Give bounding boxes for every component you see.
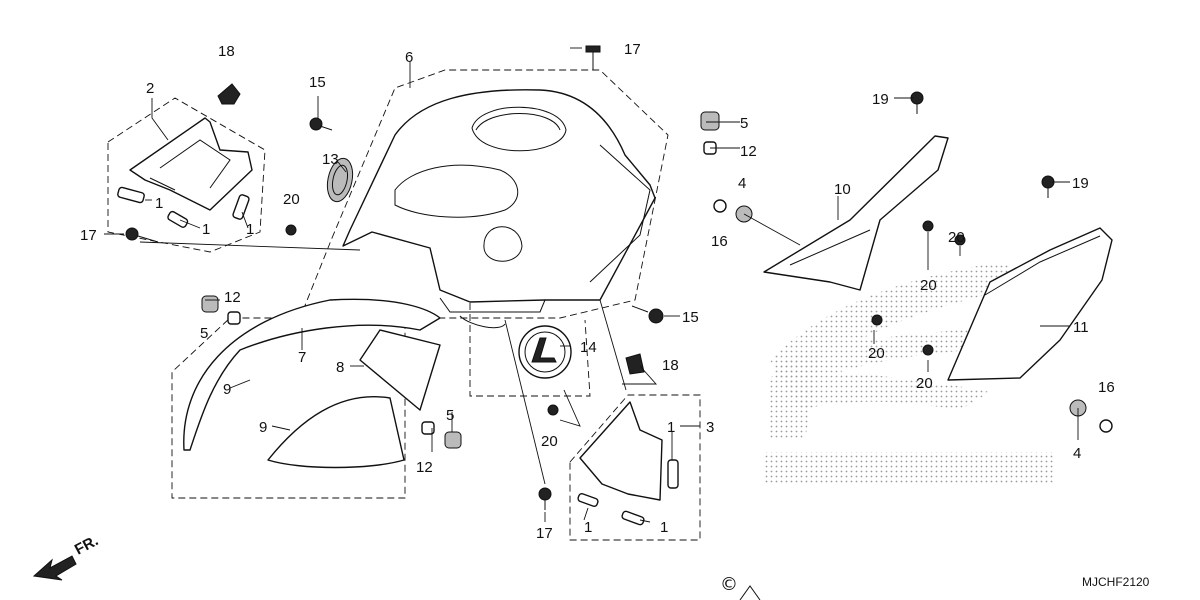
callout-12: 12	[416, 459, 433, 476]
callout-1: 1	[584, 519, 592, 536]
callout-labels: 18 2 1 1 1 17 20 15 13 6 17 5 12 4 16 10…	[80, 41, 1115, 542]
callout-17: 17	[536, 525, 553, 542]
copyright-text: ©	[720, 574, 738, 595]
diagram-code: MJCHF2120	[1082, 575, 1150, 589]
callout-20: 20	[916, 375, 933, 392]
callout-13: 13	[322, 151, 339, 168]
callout-19: 19	[1072, 175, 1089, 192]
callout-6: 6	[405, 49, 413, 66]
callout-10: 10	[834, 181, 851, 198]
collars-4-16	[713, 199, 1113, 433]
callout-12: 12	[224, 289, 241, 306]
callout-14: 14	[580, 339, 597, 356]
callout-3: 3	[706, 419, 714, 436]
clips-1-left	[117, 186, 250, 228]
emblem-14	[518, 325, 572, 379]
callout-15: 15	[309, 74, 326, 91]
callout-16: 16	[711, 233, 728, 250]
callout-5: 5	[200, 325, 208, 342]
callout-7: 7	[298, 349, 306, 366]
leader-lines	[104, 47, 1079, 523]
clip-18-right	[625, 353, 645, 375]
callout-8: 8	[336, 359, 344, 376]
callout-1: 1	[660, 519, 668, 536]
front-direction-arrow: FR.	[32, 532, 101, 581]
callout-12: 12	[740, 143, 757, 160]
callout-1: 1	[155, 195, 163, 212]
callout-20: 20	[541, 433, 558, 450]
callout-18: 18	[218, 43, 235, 60]
callout-16: 16	[1098, 379, 1115, 396]
callout-20: 20	[948, 229, 965, 246]
honda-wing-watermark	[765, 262, 1055, 484]
callout-17: 17	[80, 227, 97, 244]
grommet-13	[326, 157, 354, 203]
callout-5: 5	[740, 115, 748, 132]
callout-5: 5	[446, 407, 454, 424]
bracket-2	[129, 117, 253, 211]
assembly-group-lines	[107, 69, 701, 541]
side-cover-10	[763, 135, 949, 291]
callout-4: 4	[738, 175, 746, 192]
callout-20: 20	[283, 191, 300, 208]
inner-panels	[183, 298, 441, 469]
side-cover-11	[947, 227, 1113, 381]
bracket-3	[577, 401, 679, 526]
callout-20: 20	[920, 277, 937, 294]
rubber-mounts	[201, 111, 720, 449]
front-direction-label: FR.	[72, 532, 101, 558]
copyright-symbol: ©	[720, 574, 761, 600]
callout-1: 1	[667, 419, 675, 436]
callout-11: 11	[1073, 319, 1089, 336]
callout-9: 9	[223, 381, 231, 398]
callout-18: 18	[662, 357, 679, 374]
callout-20: 20	[868, 345, 885, 362]
callout-9: 9	[259, 419, 267, 436]
callout-19: 19	[872, 91, 889, 108]
callout-17: 17	[624, 41, 641, 58]
callout-4: 4	[1073, 445, 1081, 462]
callout-15: 15	[682, 309, 699, 326]
callout-1: 1	[202, 221, 210, 238]
fuel-tank-cover	[342, 89, 656, 329]
callout-2: 2	[146, 80, 154, 97]
callout-1: 1	[246, 221, 254, 238]
clip-18-top	[217, 83, 241, 105]
